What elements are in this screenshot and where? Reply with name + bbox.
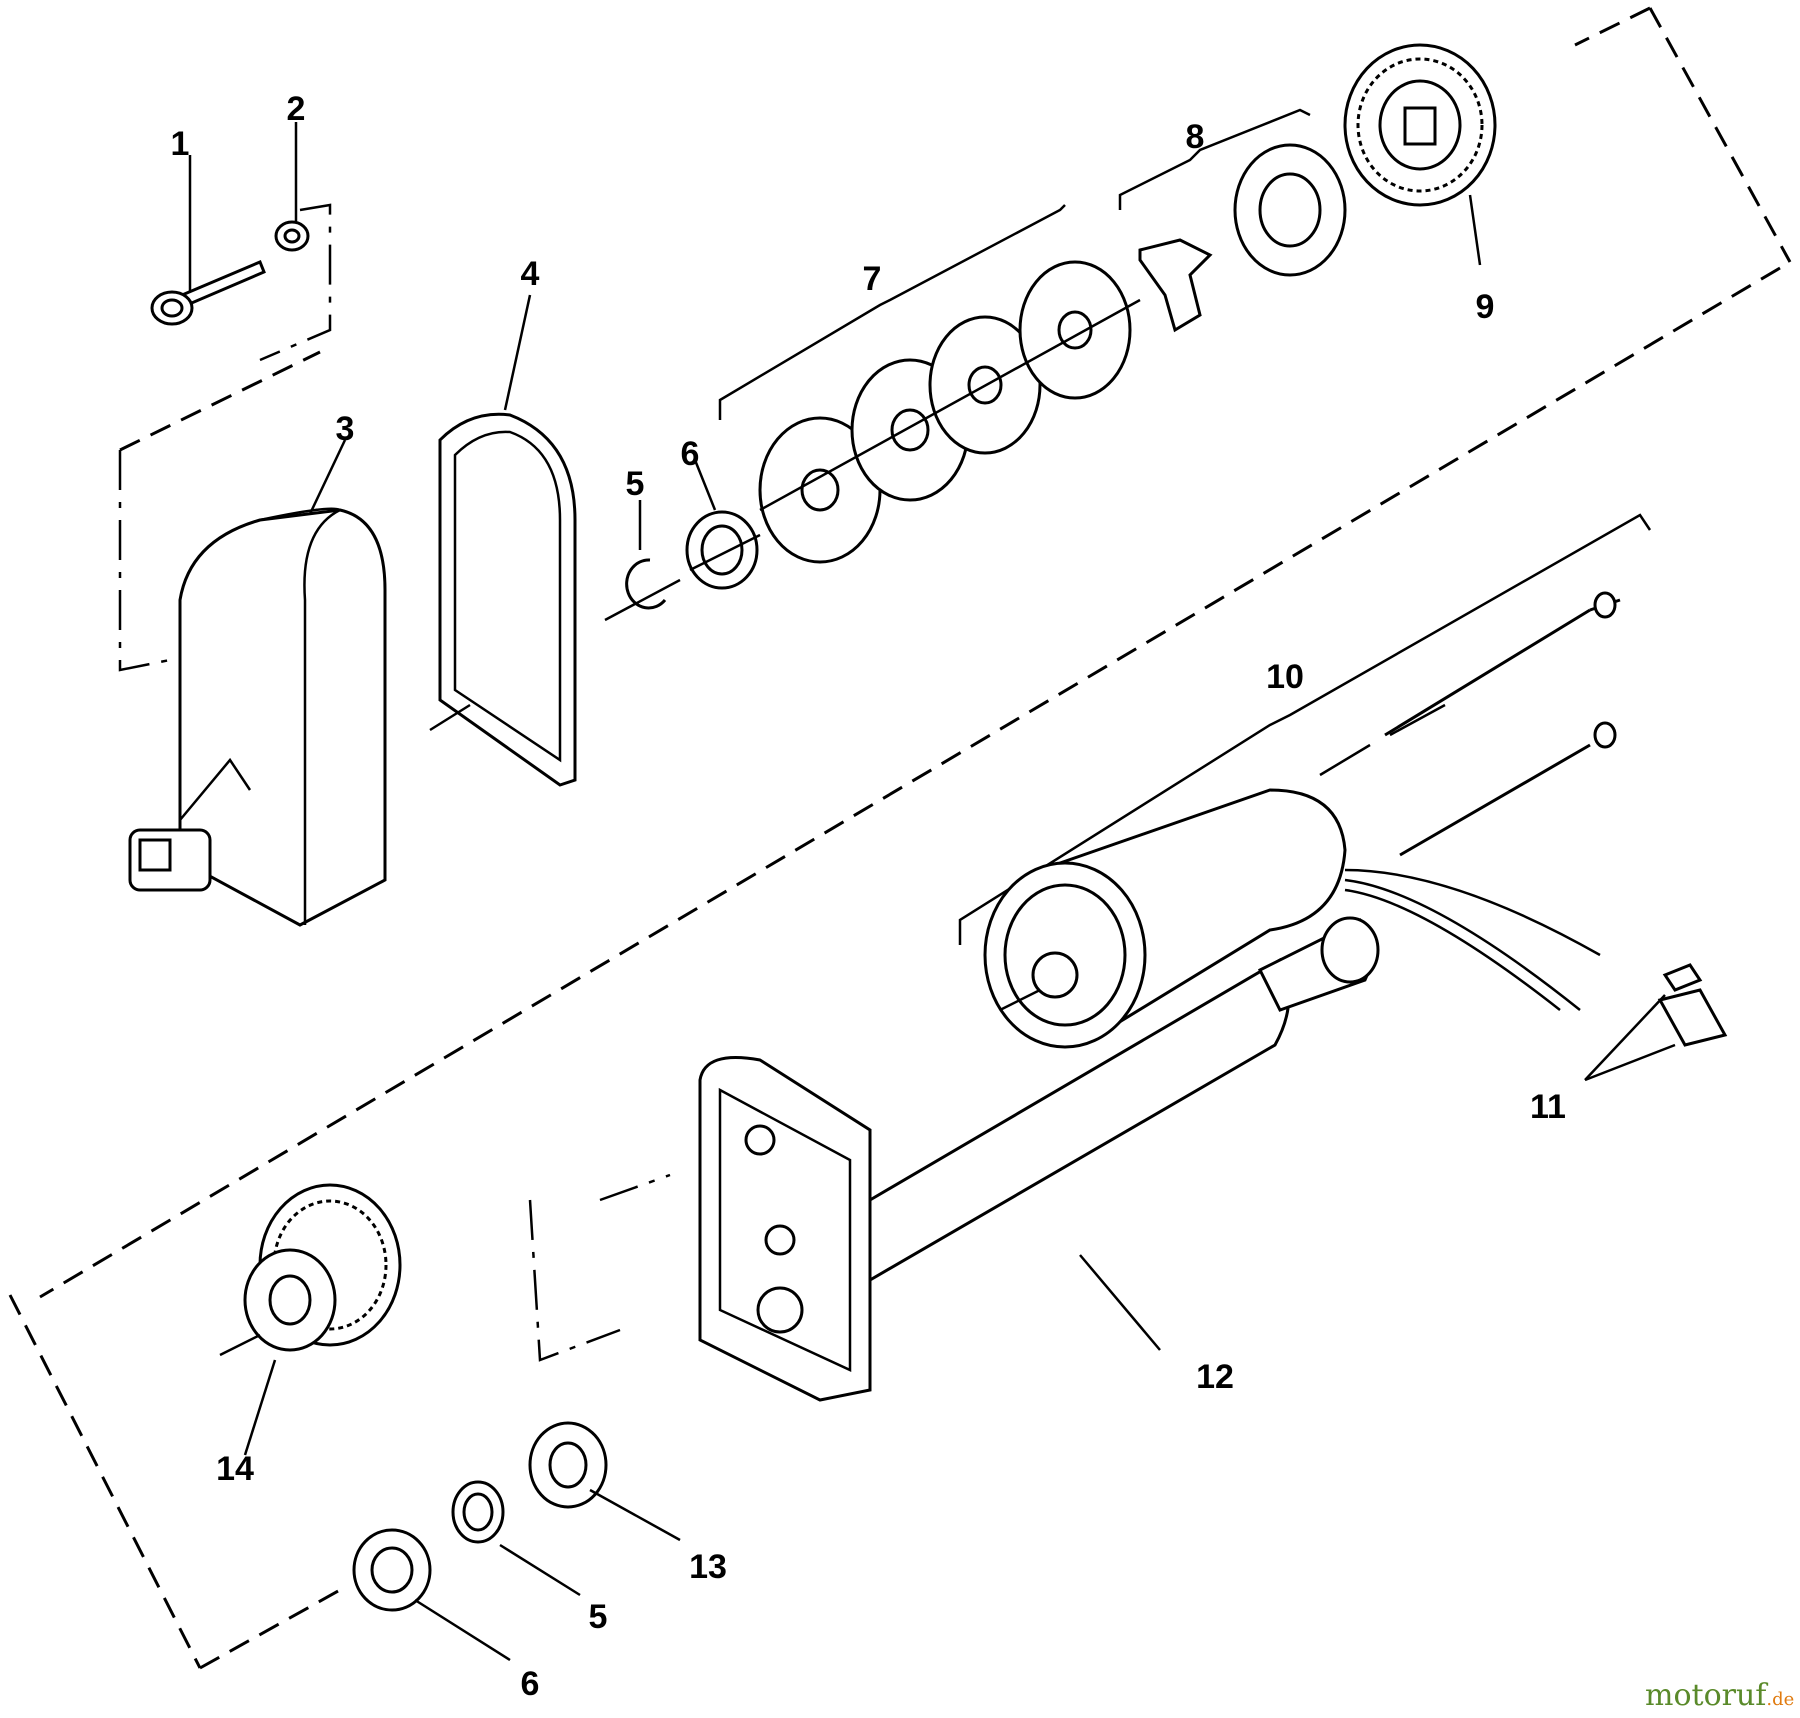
gear-icon bbox=[1343, 43, 1497, 266]
gear-cover-icon bbox=[128, 439, 387, 927]
pinion-gear-icon bbox=[219, 1183, 402, 1456]
callout-8: 8 bbox=[1186, 118, 1205, 156]
thrust-washer-icon bbox=[528, 1421, 681, 1542]
callout-5-bottom: 5 bbox=[589, 1598, 608, 1636]
watermark-suffix: .de bbox=[1766, 1689, 1794, 1710]
callout-7: 7 bbox=[863, 260, 882, 298]
callout-labels: 1 2 3 4 5 6 7 8 9 10 11 12 13 14 5 6 bbox=[171, 90, 1566, 1703]
lock-washer-icon bbox=[274, 122, 310, 252]
callout-10: 10 bbox=[1266, 658, 1304, 696]
callout-1: 1 bbox=[171, 125, 190, 163]
actuator-icon bbox=[698, 916, 1380, 1402]
clutch-drive-icon bbox=[1118, 108, 1347, 333]
gasket-icon bbox=[429, 294, 577, 787]
callout-13: 13 bbox=[689, 1548, 727, 1586]
callout-5-top: 5 bbox=[626, 465, 645, 503]
callout-9: 9 bbox=[1476, 288, 1495, 326]
callout-14: 14 bbox=[216, 1450, 254, 1488]
callout-3: 3 bbox=[336, 410, 355, 448]
callout-11: 11 bbox=[1530, 1088, 1566, 1126]
motor-icon bbox=[958, 513, 1652, 1049]
bolt-icon bbox=[150, 155, 266, 326]
watermark-brand: motoruf bbox=[1645, 1678, 1768, 1713]
bushing-icon bbox=[352, 1528, 511, 1662]
retaining-ring-icon bbox=[604, 500, 681, 622]
callout-6-top: 6 bbox=[681, 435, 700, 473]
watermark: motoruf.de bbox=[1645, 1678, 1794, 1713]
connector-icon bbox=[1584, 963, 1728, 1082]
callout-12: 12 bbox=[1196, 1358, 1234, 1396]
callout-4: 4 bbox=[521, 255, 540, 293]
retaining-ring-icon bbox=[451, 1480, 581, 1597]
assembly-boundary bbox=[8, 6, 1792, 1670]
callout-2: 2 bbox=[287, 90, 306, 128]
bushing-icon bbox=[685, 459, 761, 590]
svg-text:motoruf.de: motoruf.de bbox=[1645, 1678, 1794, 1713]
clutch-washer-icon bbox=[718, 204, 1141, 564]
callout-6-bottom: 6 bbox=[521, 1665, 540, 1703]
